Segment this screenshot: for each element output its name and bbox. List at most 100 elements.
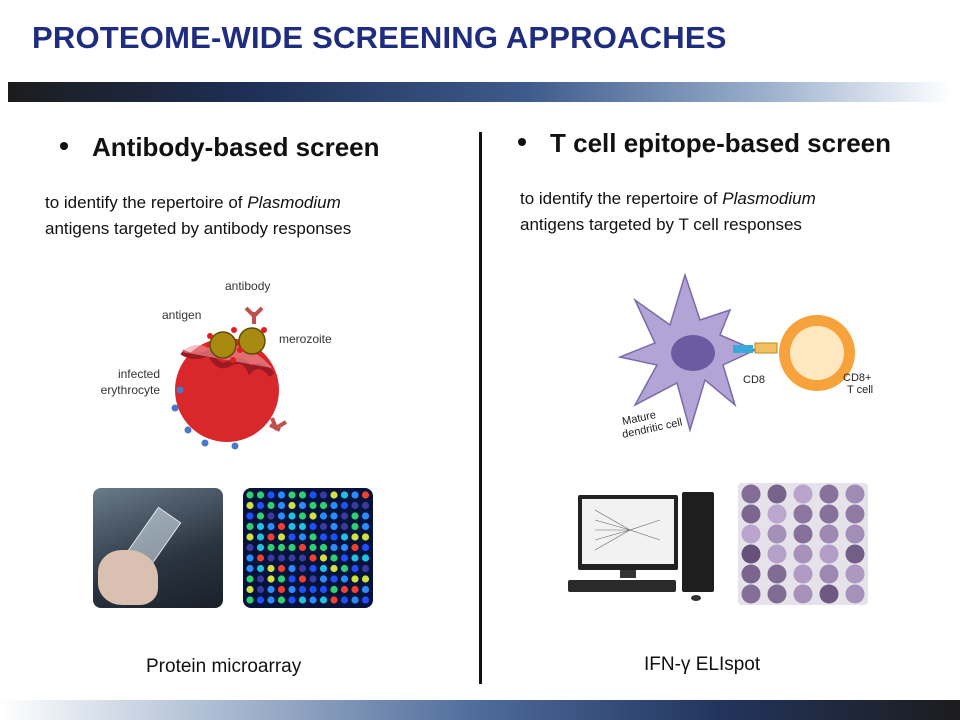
elispot-well (767, 484, 787, 504)
label-erythrocyte: erythrocyte (100, 383, 160, 397)
microarray-spot (309, 585, 317, 594)
microarray-spot (361, 585, 370, 594)
elispot-well (741, 544, 761, 564)
elispot-well (741, 524, 761, 544)
microarray-spot (330, 554, 338, 562)
microarray-spot (361, 554, 370, 562)
elispot-well (793, 564, 813, 584)
microarray-spot (267, 596, 275, 604)
microarray-spot (246, 501, 254, 510)
microarray-spot (351, 501, 359, 510)
microarray-spot (319, 585, 328, 594)
microarray-spot (319, 522, 328, 531)
microarray-spot (267, 501, 275, 510)
bullet-dot-icon (60, 142, 68, 151)
microarray-spot (246, 533, 254, 541)
microarray-spot (298, 596, 307, 604)
microarray-spot (277, 512, 286, 520)
microarray-spot (340, 585, 349, 594)
microarray-spot (246, 596, 254, 604)
left-desc-line2: antigens targeted by antibody responses (45, 219, 352, 238)
microarray-spot (256, 564, 265, 573)
microarray-spot (351, 585, 359, 594)
slide-title: PROTEOME-WIDE SCREENING APPROACHES (32, 20, 727, 55)
microarray-spot (319, 491, 328, 499)
label-tcell-1: CD8+ (843, 372, 871, 384)
header-gradient-bar (8, 82, 952, 102)
microarray-spot (298, 543, 307, 552)
microarray-spot (277, 596, 286, 604)
elispot-well (819, 564, 839, 584)
microarray-spot (319, 596, 328, 604)
microarray-spot (340, 564, 349, 573)
microarray-spot (298, 501, 307, 510)
microarray-spot (288, 596, 296, 604)
right-desc-italic: Plasmodium (722, 189, 816, 208)
microarray-spot (298, 533, 307, 541)
microarray-spot (340, 491, 349, 499)
left-heading-text: Antibody-based screen (92, 132, 380, 162)
microarray-spot (256, 533, 265, 541)
microarray-spot (351, 522, 359, 531)
microarray-spot (309, 512, 317, 520)
microarray-spot (340, 501, 349, 510)
left-heading: Antibody-based screen (60, 132, 380, 163)
microarray-spot (246, 522, 254, 531)
elispot-well (793, 584, 813, 604)
right-desc-prefix: to identify the repertoire of (520, 189, 723, 208)
microarray-spot (267, 512, 275, 520)
mhc-icon (733, 345, 753, 353)
microarray-spot (246, 554, 254, 562)
microarray-spot (351, 575, 359, 583)
microarray-spot (256, 575, 265, 583)
dendritic-tcell-diagram: CD8 CD8+ T cell Mature dendritic cell (617, 272, 873, 441)
microarray-spot (267, 522, 275, 531)
elispot-well (741, 484, 761, 504)
elispot-well (793, 484, 813, 504)
elispot-well (819, 544, 839, 564)
elispot-well (845, 584, 865, 604)
microarray-spot (319, 575, 328, 583)
elispot-well (845, 524, 865, 544)
microarray-spot (361, 522, 370, 531)
right-desc-line2: antigens targeted by T cell responses (520, 215, 802, 234)
microarray-spot (330, 543, 338, 552)
elispot-wells (741, 484, 865, 604)
microarray-spot (361, 512, 370, 520)
microarray-spot (330, 564, 338, 573)
label-merozoite: merozoite (279, 332, 332, 346)
elispot-well (845, 564, 865, 584)
microarray-spot (330, 585, 338, 594)
microarray-spot (277, 522, 286, 531)
microarray-spot (319, 501, 328, 510)
microarray-spot (340, 554, 349, 562)
microarray-spot (256, 522, 265, 531)
microarray-spot (309, 501, 317, 510)
microarray-spot (351, 512, 359, 520)
antibody-icon-2 (269, 417, 288, 432)
bullet-dot-icon (518, 138, 526, 147)
elispot-well (819, 524, 839, 544)
label-infected-erythrocyte: infected erythrocyte (80, 366, 160, 398)
elispot-well (767, 524, 787, 544)
microarray-spot (361, 533, 370, 541)
microarray-spot (330, 512, 338, 520)
elispot-well (767, 564, 787, 584)
antibody-icon (244, 306, 264, 324)
left-desc-prefix: to identify the repertoire of (45, 193, 248, 212)
microarray-spot (330, 575, 338, 583)
microarray-spot (351, 564, 359, 573)
microarray-spot (267, 564, 275, 573)
elispot-well (767, 584, 787, 604)
microarray-spot (288, 522, 296, 531)
microarray-spot (330, 533, 338, 541)
right-heading-text: T cell epitope-based screen (550, 128, 892, 158)
microarray-spot (319, 554, 328, 562)
microarray-spot (288, 585, 296, 594)
footer-gradient-bar (0, 700, 960, 720)
microarray-spot (246, 564, 254, 573)
microarray-spot (246, 585, 254, 594)
microarray-spot (267, 533, 275, 541)
microarray-spot (288, 501, 296, 510)
microarray-spot (340, 596, 349, 604)
